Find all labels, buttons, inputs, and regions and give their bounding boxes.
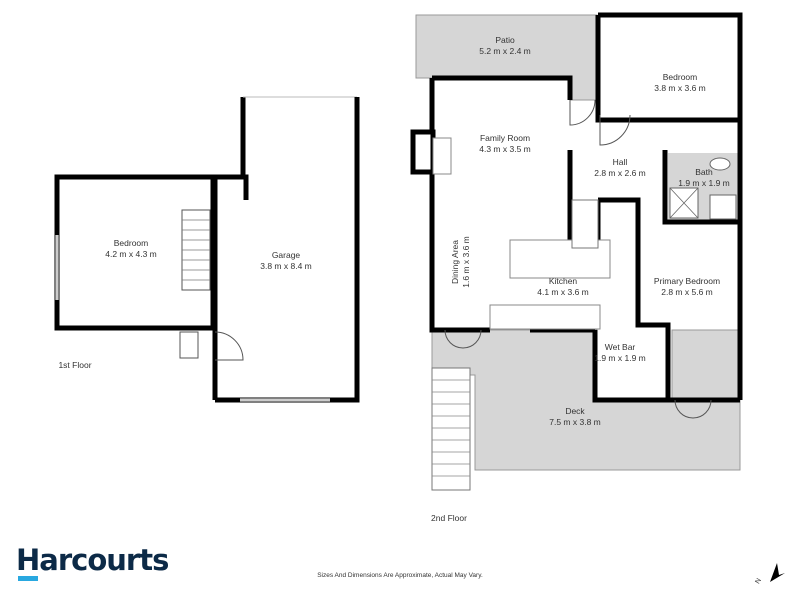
- harcourts-logo: Harcourts: [16, 543, 169, 577]
- room-name: Bedroom: [663, 72, 698, 82]
- disclaimer-text: Sizes And Dimensions Are Approximate, Ac…: [317, 572, 483, 579]
- compass-label: N: [754, 577, 763, 585]
- room-size: 5.2 m x 2.4 m: [479, 46, 531, 56]
- room-name: Wet Bar: [605, 342, 636, 352]
- room-size: 1.9 m x 1.9 m: [678, 178, 730, 188]
- deck-door-left: [444, 329, 482, 349]
- floor-label: 2nd Floor: [431, 513, 467, 523]
- room-size: 2.8 m x 2.6 m: [594, 168, 646, 178]
- room-name: Primary Bedroom: [654, 276, 720, 286]
- logo-accent-bar: [18, 576, 38, 581]
- deck-door-right: [674, 399, 712, 419]
- room-size: 4.1 m x 3.6 m: [537, 287, 589, 297]
- room-name: Family Room: [480, 133, 530, 143]
- room-name: Dining Area: [450, 240, 460, 284]
- patio-door: [569, 99, 596, 126]
- north-arrow-icon: N: [754, 563, 785, 585]
- door-1f: [179, 331, 199, 359]
- room-name: Bedroom: [114, 238, 149, 248]
- room-size: 4.2 m x 4.3 m: [105, 249, 157, 259]
- room-name: Bath: [695, 167, 713, 177]
- room-size: 1.6 m x 3.6 m: [461, 236, 471, 288]
- garage-door-swing: [214, 331, 244, 361]
- kitchen-counter: [489, 304, 601, 330]
- stair-treads: [182, 219, 210, 281]
- room-name: Garage: [272, 250, 301, 260]
- room-name: Patio: [495, 35, 515, 45]
- stairs-2f: [571, 199, 599, 249]
- room-name: Kitchen: [549, 276, 578, 286]
- toilet-icon: [709, 157, 731, 171]
- second-floor-plan: Patio 5.2 m x 2.4 m Bedroom 3.8 m x 3.6 …: [410, 12, 743, 523]
- sink-icon: [709, 194, 737, 220]
- room-size: 7.5 m x 3.8 m: [549, 417, 601, 427]
- room-size: 3.8 m x 3.6 m: [654, 83, 706, 93]
- deck-stairs: [431, 367, 471, 491]
- deck-stair-treads: [432, 379, 470, 477]
- room-name: Deck: [565, 406, 585, 416]
- room-name: Hall: [613, 157, 628, 167]
- room-size: 2.8 m x 5.6 m: [661, 287, 713, 297]
- garage-walls: [212, 97, 249, 400]
- fireplace-icon: [410, 129, 436, 175]
- bedroom-door: [599, 114, 631, 146]
- first-floor-plan: Bedroom 4.2 m x 4.3 m Garage 3.8 m x 8.4…: [54, 96, 360, 403]
- room-size: 1.9 m x 1.9 m: [594, 353, 646, 363]
- floor-label: 1st Floor: [58, 360, 91, 370]
- room-size: 3.8 m x 8.4 m: [260, 261, 312, 271]
- room-size: 4.3 m x 3.5 m: [479, 144, 531, 154]
